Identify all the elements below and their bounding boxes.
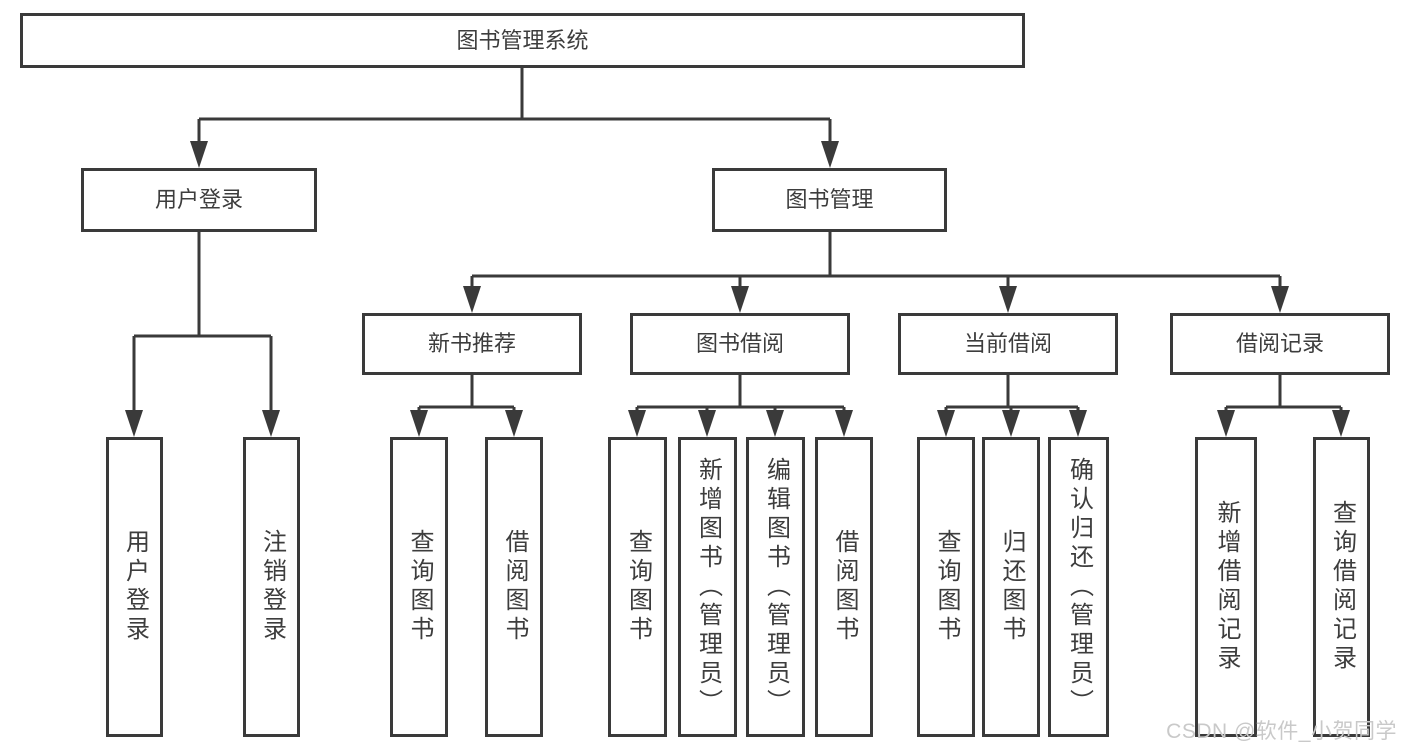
node-user-login: 用户登录 [106, 437, 163, 737]
node-root: 图书管理系统 [20, 13, 1025, 68]
node-bb-query-books: 查询图书 [608, 437, 667, 737]
node-bb-edit-books-admin: 编辑图书（管理员） [746, 437, 805, 737]
node-cb-query-books: 查询图书 [917, 437, 975, 737]
node-cb-confirm-return-admin: 确认归还（管理员） [1048, 437, 1109, 737]
node-borrowing-records: 借阅记录 [1170, 313, 1390, 375]
node-book-management: 图书管理 [712, 168, 947, 232]
node-br-add-record: 新增借阅记录 [1195, 437, 1257, 737]
node-br-query-record: 查询借阅记录 [1313, 437, 1370, 737]
node-logout: 注销登录 [243, 437, 300, 737]
node-bb-add-books-admin: 新增图书（管理员） [678, 437, 737, 737]
node-bb-borrow-books: 借阅图书 [815, 437, 873, 737]
arrowheads [125, 141, 1350, 437]
node-book-borrowing: 图书借阅 [630, 313, 850, 375]
node-nb-borrow-books: 借阅图书 [485, 437, 543, 737]
node-current-borrowing: 当前借阅 [898, 313, 1118, 375]
node-new-book-recommend: 新书推荐 [362, 313, 582, 375]
node-cb-return-books: 归还图书 [982, 437, 1040, 737]
csdn-watermark: CSDN @软件_小贺同学 [1166, 720, 1397, 743]
node-nb-query-books: 查询图书 [390, 437, 448, 737]
node-user-login-group: 用户登录 [81, 168, 317, 232]
